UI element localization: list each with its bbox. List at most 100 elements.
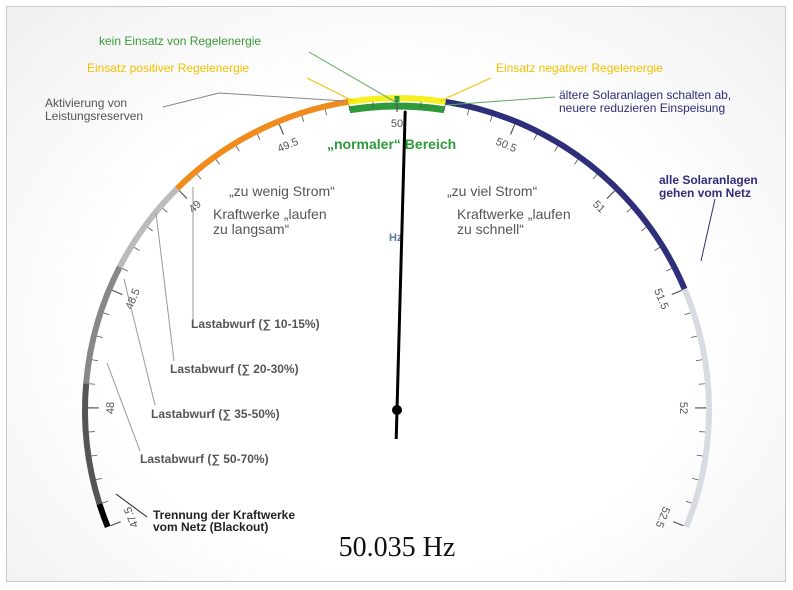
major-tick (111, 289, 123, 296)
arc-band-2 (83, 265, 123, 384)
label-negative-regelenergie: Einsatz negativer Regelenergie (496, 61, 663, 75)
minor-tick (196, 174, 202, 180)
leader-shed-4 (106, 362, 141, 452)
minor-tick (691, 335, 698, 338)
minor-tick (89, 383, 96, 385)
label-low-line1: „zu wenig Strom“ (229, 183, 335, 199)
minor-tick (103, 312, 110, 316)
minor-tick (533, 134, 538, 140)
tick-label-51: 51 (590, 198, 607, 215)
minor-tick (696, 454, 703, 457)
leader-solar-old (446, 96, 556, 106)
minor-tick (348, 104, 351, 111)
label-high-line2: Kraftwerke „laufen (457, 206, 571, 222)
minor-tick (256, 134, 261, 140)
arc-band-1 (82, 383, 103, 505)
minor-tick (162, 208, 168, 213)
gauge-ticks (88, 101, 706, 527)
minor-tick (443, 104, 446, 111)
minor-tick (147, 227, 153, 232)
leader-kein-einsatz (308, 51, 398, 104)
minor-tick (641, 227, 647, 232)
label-reserves-line1: Aktivierung von (45, 96, 127, 110)
minor-tick (654, 247, 660, 251)
leader-lines (106, 51, 716, 518)
leader-blackout (115, 493, 148, 518)
minor-tick (685, 500, 692, 504)
minor-tick (666, 268, 672, 272)
leader-positive (306, 77, 354, 102)
major-tick (510, 124, 516, 135)
tick-label-52.5: 52.5 (653, 505, 672, 529)
leader-negative (439, 77, 492, 102)
arc-band-3 (117, 186, 180, 269)
minor-tick (122, 268, 128, 272)
minor-tick (684, 312, 691, 316)
tick-label-50.5: 50.5 (494, 136, 518, 155)
leader-shed-2 (155, 212, 175, 362)
tick-label-50: 50 (391, 118, 403, 130)
label-solar-all-line1: alle Solaranlagen (659, 173, 758, 187)
major-tick (673, 521, 684, 527)
leader-shed-3 (123, 278, 156, 406)
label-high-line1: „zu viel Strom“ (447, 183, 538, 199)
minor-tick (102, 500, 109, 504)
major-tick (278, 124, 284, 135)
gauge-needle (394, 110, 407, 440)
label-low-line3: zu langsam“ (213, 221, 290, 237)
label-kein-einsatz: kein Einsatz von Regelenergie (99, 34, 261, 48)
label-lastabwurf-3: Lastabwurf (∑ 35-50%) (151, 407, 280, 421)
tick-label-49: 49 (187, 198, 204, 215)
minor-tick (574, 159, 579, 165)
minor-tick (215, 159, 220, 165)
minor-tick (92, 359, 99, 362)
minor-tick (554, 145, 559, 152)
minor-tick (626, 208, 632, 213)
minor-tick (91, 454, 98, 457)
arc-band-6 (445, 98, 688, 291)
major-tick (606, 190, 616, 199)
minor-tick (692, 477, 699, 481)
label-lastabwurf-2: Lastabwurf (∑ 20-30%) (170, 362, 299, 376)
label-low-line2: Kraftwerke „laufen (213, 206, 327, 222)
leader-reserves (162, 92, 220, 108)
tick-label-52: 52 (677, 402, 689, 414)
label-solar-old-line1: ältere Solaranlagen schalten ab, (559, 88, 731, 102)
frequency-readout: 50.035 Hz (339, 532, 456, 563)
tick-label-51.5: 51.5 (651, 287, 670, 311)
minor-tick (695, 359, 702, 362)
arc-band-4 (175, 98, 349, 191)
label-lastabwurf-1: Lastabwurf (∑ 10-15%) (191, 317, 320, 331)
needle-pivot (392, 405, 402, 415)
minor-tick (95, 477, 102, 481)
label-blackout-line1: Trennung der Kraftwerke (153, 508, 295, 522)
arc-band-7 (681, 287, 712, 529)
minor-tick (324, 109, 327, 116)
minor-tick (467, 109, 470, 116)
minor-tick (235, 145, 240, 152)
tick-label-48: 48 (105, 402, 117, 414)
arc-band-0 (96, 503, 111, 529)
major-tick (178, 190, 188, 199)
label-solar-all-line2: gehen vom Netz (659, 186, 751, 200)
minor-tick (134, 247, 140, 251)
label-normal-range: „normaler“ Bereich (327, 136, 456, 152)
minor-tick (96, 335, 103, 338)
leader-reserves-2 (218, 92, 346, 102)
major-tick (110, 521, 121, 527)
tick-label-49.5: 49.5 (276, 136, 300, 155)
leader-solar-all (700, 198, 716, 262)
minor-tick (301, 115, 305, 122)
minor-tick (489, 115, 493, 122)
needle-pointer (395, 110, 407, 412)
minor-tick (592, 174, 598, 180)
label-high-line3: zu schnell“ (457, 221, 524, 237)
minor-tick (698, 383, 705, 385)
label-lastabwurf-4: Lastabwurf (∑ 50-70%) (140, 452, 269, 466)
label-reserves-line2: Leistungsreserven (45, 109, 143, 123)
label-positive-regelenergie: Einsatz positiver Regelenergie (87, 61, 249, 75)
label-blackout-line2: vom Netz (Blackout) (153, 520, 268, 534)
